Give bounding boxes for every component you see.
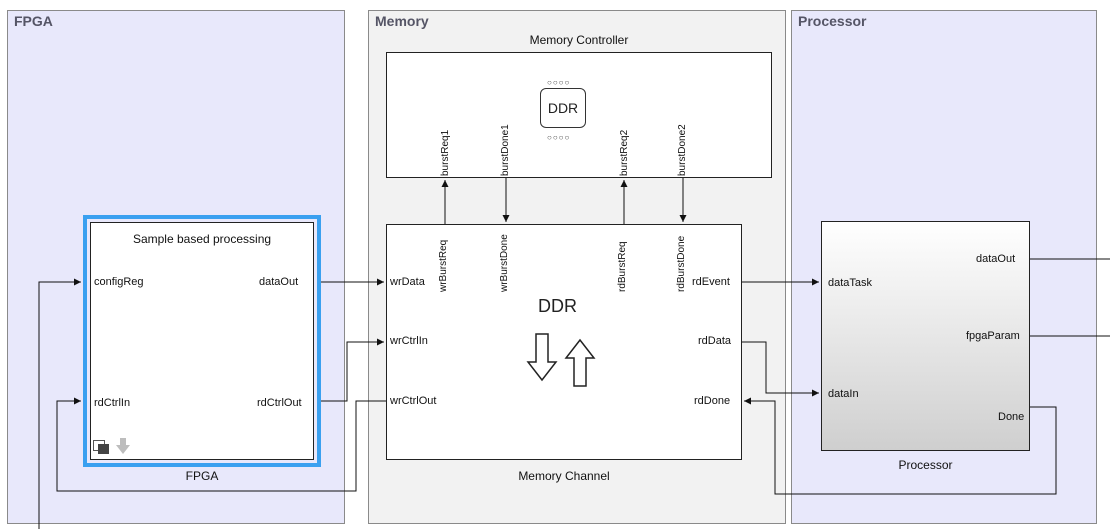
port-fpgaParam: fpgaParam [966, 330, 1020, 342]
memory-area-title: Memory [375, 13, 429, 29]
chip-pins-top: ○○○○ [547, 78, 571, 87]
arrow-down-icon[interactable] [115, 437, 131, 455]
port-wrCtrlIn: wrCtrlIn [390, 335, 428, 347]
ddr-chip-label: DDR [547, 100, 579, 116]
processor-block[interactable] [821, 221, 1030, 451]
wire-Done-rdDone [744, 397, 1057, 495]
fpga-block[interactable] [83, 215, 321, 467]
ddr-center-label: DDR [538, 296, 577, 316]
port-rdCtrlIn: rdCtrlIn [94, 397, 131, 409]
up-hollow-arrow-icon [564, 338, 596, 387]
port-rdCtrlOut: rdCtrlOut [257, 397, 302, 409]
port-fpga-dataOut: dataOut [259, 276, 299, 288]
port-Done: Done [998, 411, 1025, 423]
memory-channel-block[interactable] [386, 224, 742, 460]
processor-block-caption: Processor [898, 458, 953, 472]
port-rdDone: rdDone [694, 395, 731, 407]
ddr-transfer-arrows [526, 333, 596, 387]
processor-area-title: Processor [798, 13, 867, 29]
port-proc-dataOut: dataOut [976, 253, 1016, 265]
fpga-block-caption: FPGA [185, 469, 219, 483]
wire-rdData-dataIn [742, 341, 819, 397]
wire-rdCtrlOut-wrCtrlIn [321, 338, 384, 402]
port-rdData: rdData [698, 335, 732, 347]
port-dataTask: dataTask [828, 277, 873, 289]
port-rdEvent: rdEvent [692, 276, 730, 288]
memory-channel-caption: Memory Channel [518, 469, 610, 483]
port-configReg: configReg [94, 276, 144, 288]
wire-configReg [38, 278, 81, 529]
memory-controller-title: Memory Controller [529, 33, 629, 47]
fpga-block-title: Sample based processing [132, 232, 272, 246]
port-wrCtrlOut: wrCtrlOut [390, 395, 437, 407]
ddr-chip-icon: DDR [540, 88, 586, 128]
down-hollow-arrow-icon [526, 333, 558, 382]
port-dataIn: dataIn [828, 388, 859, 400]
port-wrData: wrData [390, 276, 425, 288]
fpga-area-title: FPGA [14, 13, 53, 29]
wire-wrCtrlOut-rdCtrlIn [56, 397, 386, 492]
chip-pins-bottom: ○○○○ [547, 133, 571, 142]
subsystem-icon[interactable] [93, 440, 109, 454]
